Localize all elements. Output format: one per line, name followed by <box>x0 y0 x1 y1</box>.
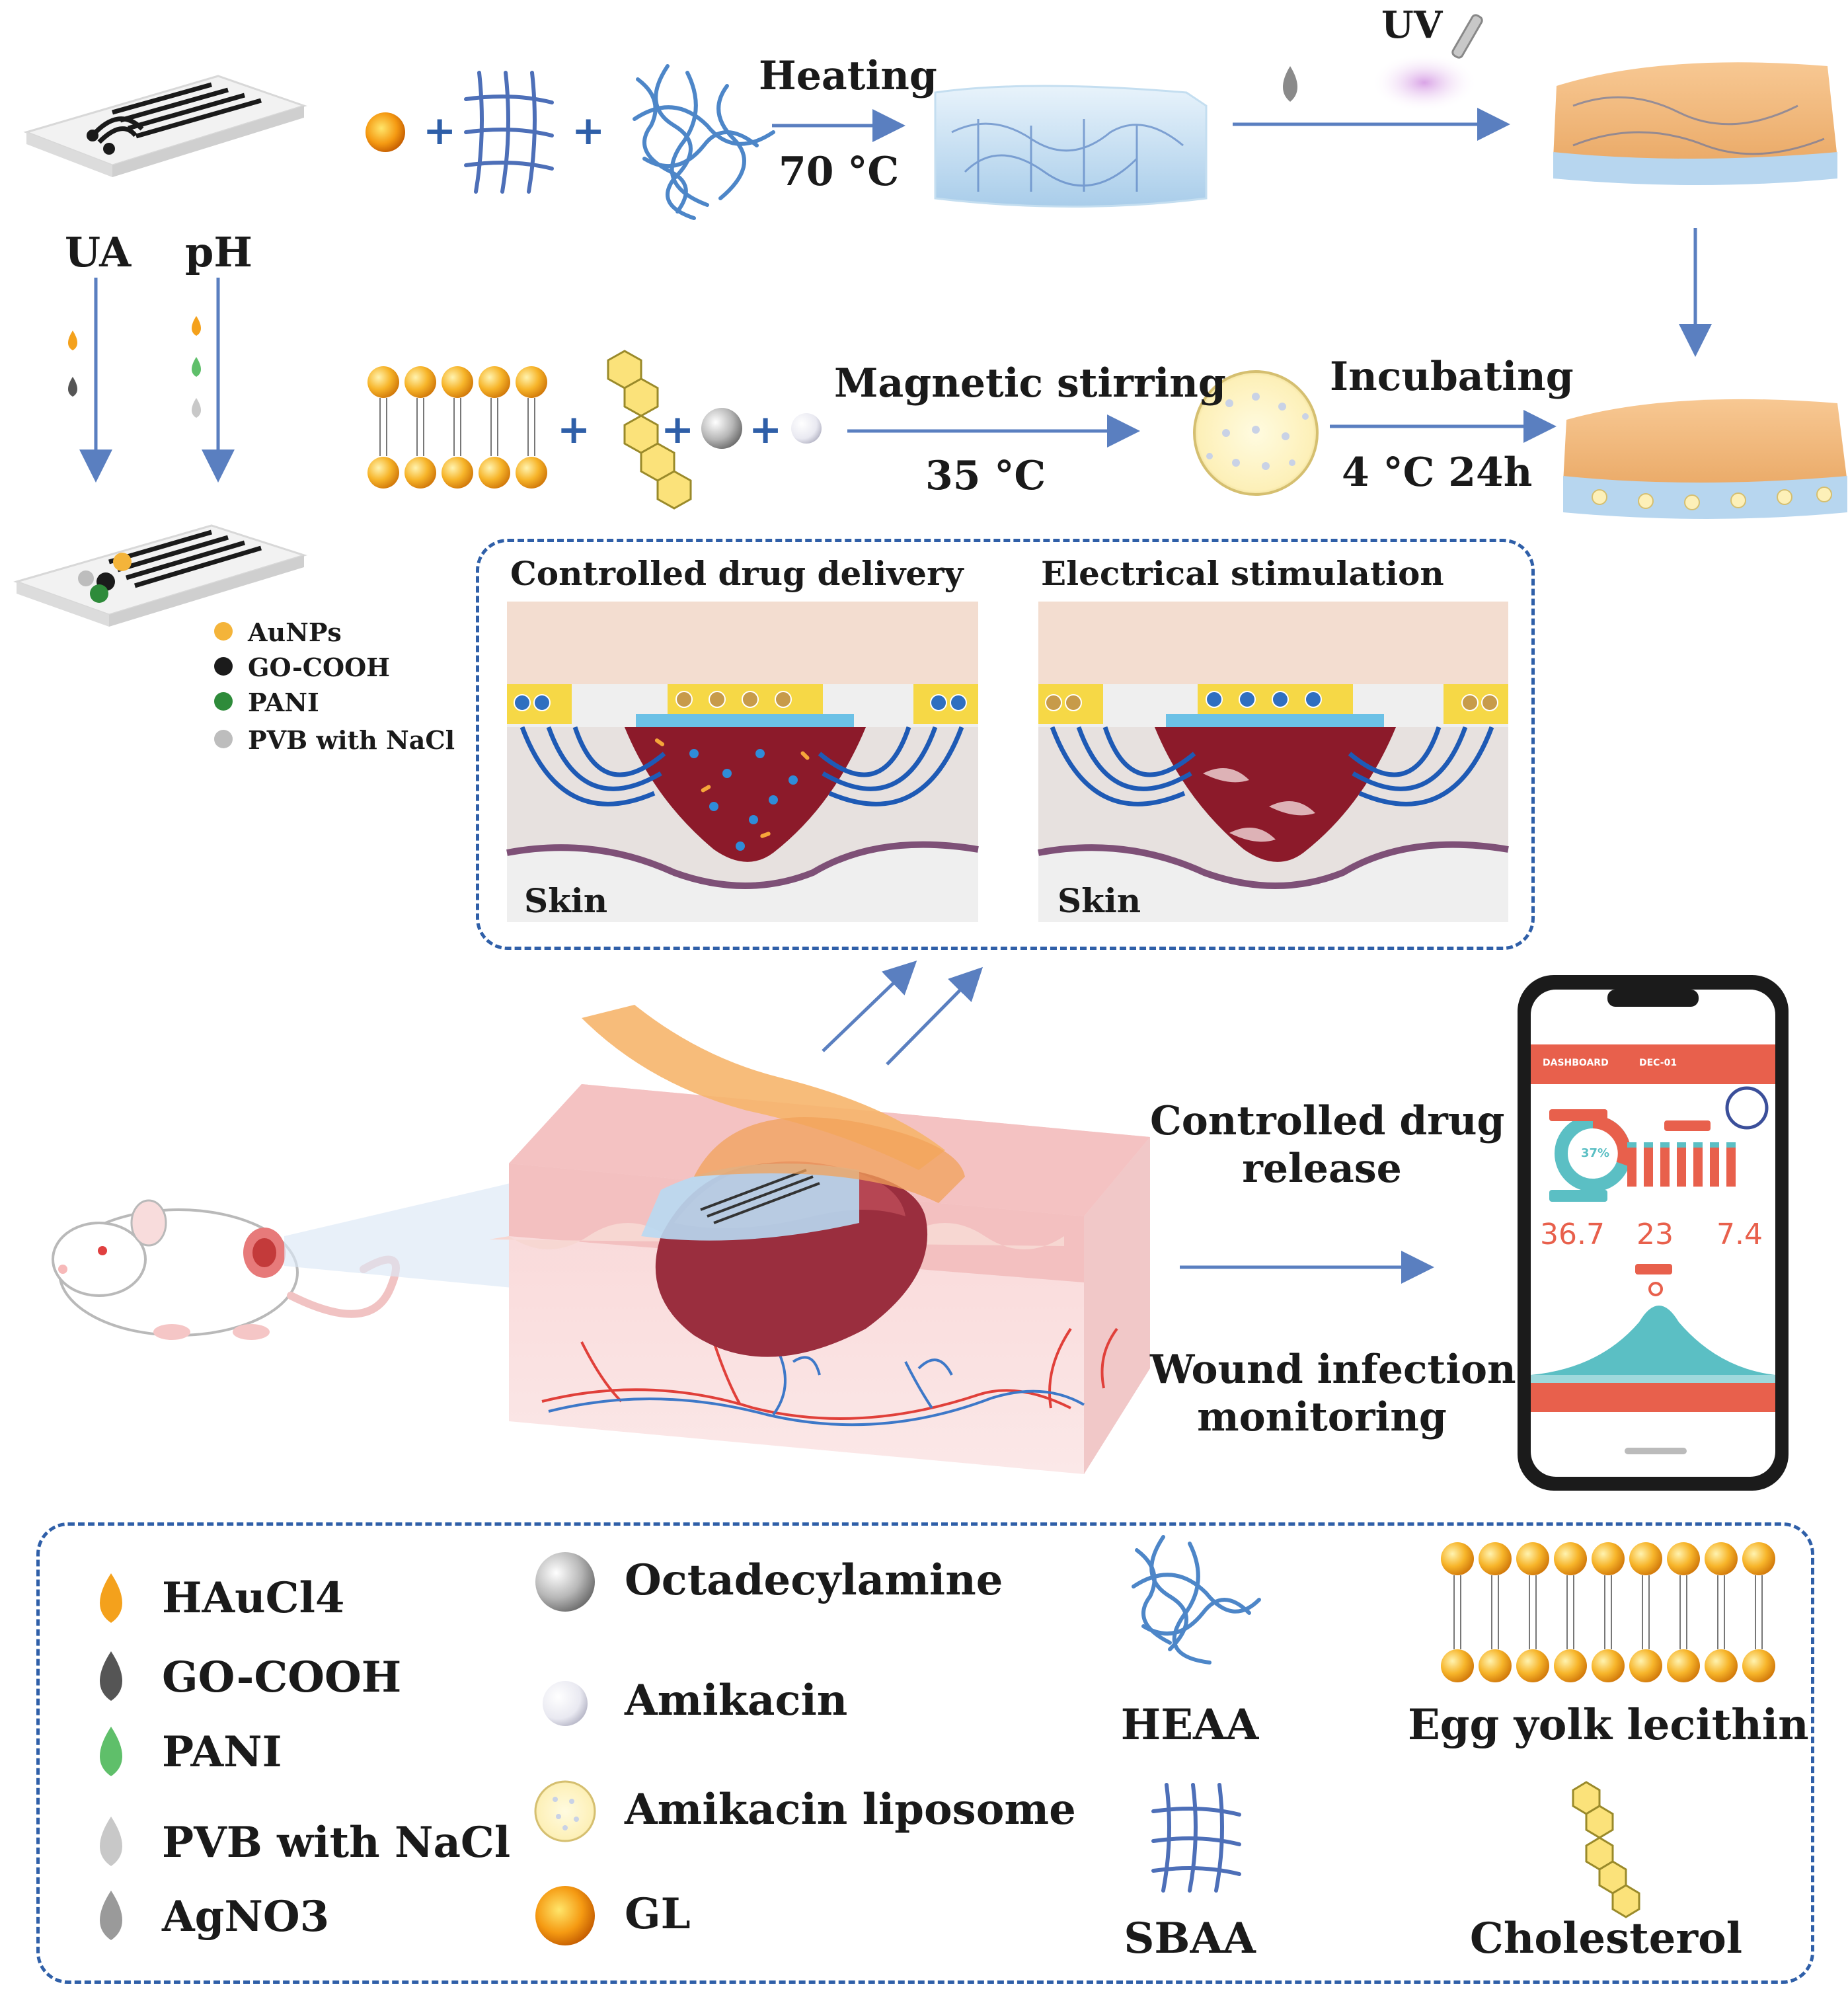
uv-label: UV <box>1381 3 1443 47</box>
rat-illustration <box>52 1199 400 1340</box>
drop-column-ph <box>192 278 235 483</box>
svg-text:+: + <box>572 108 605 154</box>
sensor-legend-pani: PANI <box>248 687 319 717</box>
legend-sbaa: SBAA <box>1124 1914 1256 1963</box>
sensor-legend-aunps: AuNPs <box>248 617 342 647</box>
phone-reading-temperature: 36.7 <box>1540 1218 1605 1251</box>
legend-gl: GL <box>625 1889 691 1939</box>
legend-sphere-icons <box>534 1552 596 1945</box>
patch-device <box>582 1005 965 1241</box>
bilayer-gel-final <box>1563 399 1847 519</box>
phone-reading-ph: 7.4 <box>1716 1218 1763 1251</box>
cholesterol-mini <box>607 350 692 510</box>
bilayer-gel-top <box>1553 62 1837 185</box>
amikacin-mini <box>791 413 822 444</box>
skin-label-left: Skin <box>524 881 608 920</box>
ph-label: pH <box>185 228 252 276</box>
sensor-legend-dots <box>214 622 233 748</box>
legend-amikacin-liposome: Amikacin liposome <box>625 1785 1076 1834</box>
svg-text:+: + <box>661 407 694 453</box>
legend-drop-icons <box>100 1573 122 1940</box>
legend-cholesterol-icon <box>1572 1781 1640 1918</box>
legend-go-cooh: GO-COOH <box>162 1653 402 1702</box>
sensor-chip-top <box>23 75 307 177</box>
release-label: Controlled drug release <box>1150 1097 1505 1193</box>
legend-sbaa-icon <box>1151 1783 1241 1893</box>
legend-dashed-frame <box>36 1522 1814 1984</box>
uv-glow <box>1371 53 1477 112</box>
legend-agno3: AgNO3 <box>162 1892 330 1941</box>
release-line-1: Controlled drug <box>1150 1098 1505 1144</box>
svg-text:+: + <box>423 108 456 154</box>
legend-egg-yolk-lecithin: Egg yolk lecithin <box>1408 1700 1809 1750</box>
heating-temp: 70 °C <box>779 149 900 195</box>
monitoring-line-1: Wound infection <box>1150 1347 1516 1393</box>
inset-panel-electrical-stimulation <box>1038 602 1509 922</box>
sensor-legend-pvb: PVB with NaCl <box>248 725 455 755</box>
skin-label-right: Skin <box>1058 881 1141 920</box>
sensor-chip-modified <box>13 524 308 627</box>
svg-text:+: + <box>557 407 590 453</box>
inset-dashed-frame <box>476 539 1535 950</box>
stirring-temp: 35 °C <box>925 453 1046 499</box>
smartphone <box>1518 975 1789 1491</box>
incubating-condition: 4 °C 24h <box>1342 450 1533 496</box>
uv-lamp-icon <box>1451 14 1483 59</box>
stirring-label: Magnetic stirring <box>834 360 1226 407</box>
legend-lecithin-icon <box>1441 1542 1775 1682</box>
phone-ring-value: 37% <box>1581 1146 1610 1160</box>
agno3-drop <box>1283 66 1297 102</box>
ua-label: UA <box>65 228 132 276</box>
top-reagents: + + <box>366 64 905 220</box>
octadecylamine-mini <box>701 408 742 449</box>
legend-amikacin: Amikacin <box>625 1676 848 1725</box>
drop-column-ua <box>68 278 112 483</box>
release-line-2: release <box>1242 1146 1402 1192</box>
inset-panel-drug-delivery <box>506 602 979 922</box>
incubating-label: Incubating <box>1330 354 1574 400</box>
legend-heaa: HEAA <box>1120 1700 1259 1750</box>
legend-haucl4: HAuCl4 <box>162 1573 345 1623</box>
heating-label: Heating <box>759 53 937 99</box>
monitoring-line-2: monitoring <box>1197 1394 1447 1440</box>
sensor-legend-go-cooh: GO-COOH <box>248 652 391 682</box>
phone-header-title: DASHBOARD <box>1543 1058 1609 1068</box>
phone-header-device: DEC-01 <box>1639 1058 1677 1068</box>
legend-heaa-icon <box>1132 1535 1261 1665</box>
inset-title-electrical-stimulation: Electrical stimulation <box>1041 554 1444 593</box>
legend-cholesterol: Cholesterol <box>1469 1914 1743 1963</box>
inset-title-drug-delivery: Controlled drug delivery <box>510 554 964 593</box>
legend-octadecylamine: Octadecylamine <box>625 1555 1003 1605</box>
legend-pani: PANI <box>162 1727 282 1777</box>
svg-text:+: + <box>749 407 782 453</box>
monitoring-label: Wound infection monitoring <box>1150 1346 1516 1441</box>
phone-reading-ua: 23 <box>1636 1218 1674 1251</box>
lecithin-bilayer <box>367 366 547 489</box>
liposome-mini <box>1193 370 1319 496</box>
hydrogel-block <box>934 85 1208 208</box>
legend-pvb-nacl: PVB with NaCl <box>162 1818 511 1867</box>
